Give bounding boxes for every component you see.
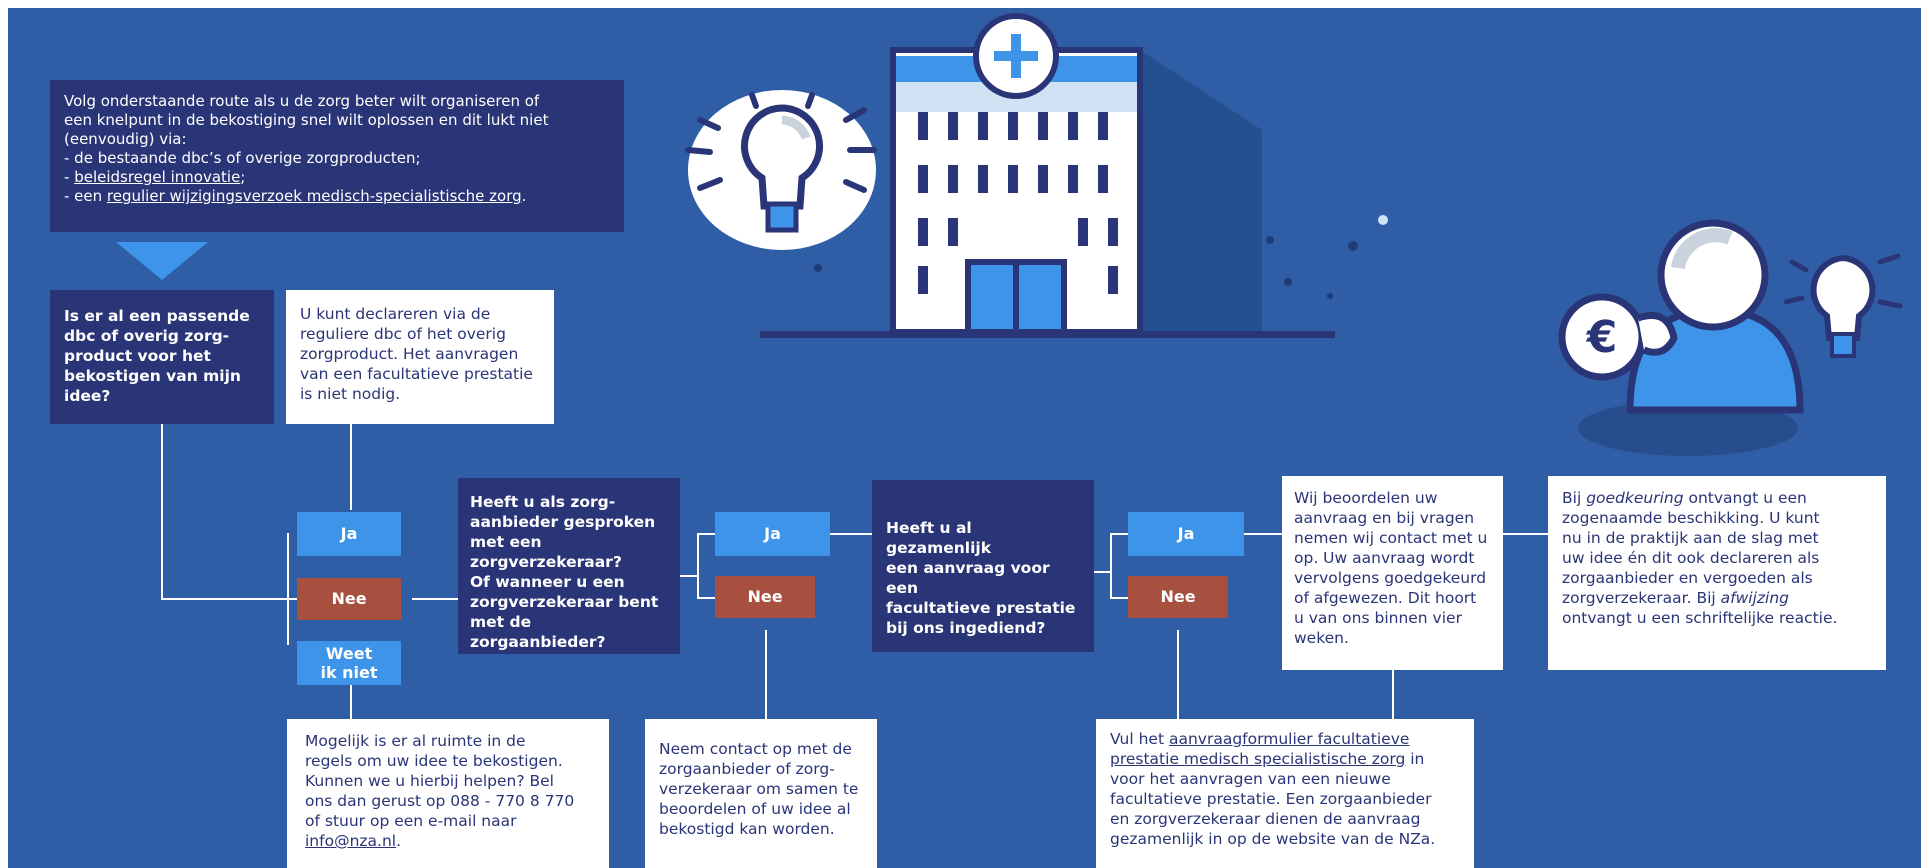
connector [1503, 533, 1548, 535]
connector [287, 533, 289, 645]
hospital-building-icon [760, 13, 1335, 338]
ja-button-2[interactable]: Ja [715, 512, 830, 556]
intro-item: - de bestaande dbc’s of overige zorgprod… [64, 149, 421, 167]
connector [161, 424, 163, 600]
email-link[interactable]: info@nza.nl [305, 832, 397, 850]
answer-contact-box: Neem contact op met de zorgaanbieder of … [645, 719, 877, 868]
person-euro-lightbulb-icon: € [1558, 219, 1903, 456]
beleidsregel-innovatie-link[interactable]: beleidsregel innovatie [74, 168, 241, 186]
connector [1177, 630, 1179, 720]
connector [412, 598, 458, 600]
ja-button-3[interactable]: Ja [1128, 512, 1244, 556]
intro-item: - een regulier wijzigingsverzoek medisch… [64, 187, 527, 205]
connector [1392, 670, 1394, 720]
connector [350, 424, 352, 510]
intro-line: een knelpunt in de bekostiging snel wilt… [64, 111, 549, 129]
intro-line: (eenvoudig) via: [64, 130, 187, 148]
lightbulb-bubble-icon [685, 90, 877, 250]
question-ingediend-box: Heeft u al gezamenlijk een aanvraag voor… [872, 480, 1094, 652]
connector [697, 533, 715, 535]
answer-declareren-box: U kunt declareren via de reguliere dbc o… [286, 290, 554, 424]
nee-button-1[interactable]: Nee [297, 578, 401, 620]
answer-bel-ons-box: Mogelijk is er al ruimte in de regels om… [287, 719, 609, 868]
connector [161, 598, 297, 600]
connector [680, 575, 698, 577]
connector [697, 597, 715, 599]
wijzigingsverzoek-link[interactable]: regulier wijzigingsverzoek medisch-speci… [106, 187, 522, 205]
connector [830, 533, 872, 535]
aanvraagformulier-link-cont[interactable]: prestatie medisch specialistische zorg [1110, 750, 1406, 768]
connector [1110, 597, 1128, 599]
intro-item: - beleidsregel innovatie; [64, 168, 246, 186]
connector [765, 630, 767, 720]
nee-button-2[interactable]: Nee [715, 576, 815, 618]
connector [1244, 533, 1282, 535]
sparkle-dot [1378, 215, 1388, 225]
question-dbc-box: Is er al een passende dbc of overig zorg… [50, 290, 274, 424]
intro-line: Volg onderstaande route als u de zorg be… [64, 92, 540, 110]
connector [1110, 533, 1128, 535]
review-box: Wij beoordelen uw aanvraag en bij vragen… [1282, 476, 1503, 670]
connector [697, 533, 699, 599]
approval-box: Bij goedkeuring ontvangt u een zogenaamd… [1548, 476, 1886, 670]
nee-button-3[interactable]: Nee [1128, 576, 1228, 618]
connector [1089, 571, 1111, 573]
connector [350, 685, 352, 719]
intro-box: Volg onderstaande route als u de zorg be… [50, 80, 624, 232]
answer-aanvraagformulier-box: Vul het aanvraagformulier facultatieve p… [1096, 719, 1474, 868]
question-gesproken-box: Heeft u als zorg- aanbieder gesproken me… [458, 478, 680, 654]
start-arrow-icon [116, 242, 208, 280]
connector [1110, 533, 1112, 599]
ja-button-1[interactable]: Ja [297, 512, 401, 556]
aanvraagformulier-link[interactable]: aanvraagformulier facultatieve [1168, 730, 1410, 748]
weet-ik-niet-button[interactable]: Weet ik niet [297, 641, 401, 685]
svg-text:€: € [1586, 312, 1618, 363]
